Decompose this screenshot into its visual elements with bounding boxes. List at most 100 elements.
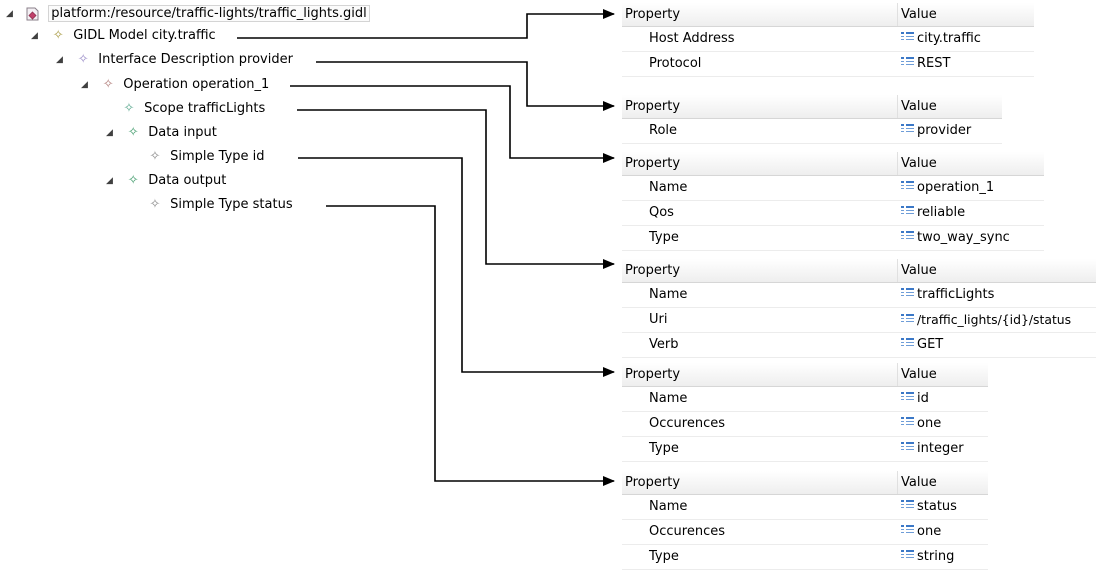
table-row[interactable]: Host Address city.traffic [622, 27, 1034, 52]
tree-node-interface-description[interactable]: ◢ ✧ Interface Description provider [56, 49, 293, 71]
value-list-icon [901, 417, 914, 426]
property-name: Occurences [649, 524, 725, 539]
property-value[interactable]: trafficLights [898, 283, 994, 307]
collapse-arrow-icon[interactable]: ◢ [106, 128, 113, 138]
table-row[interactable]: Uri /traffic_lights/{id}/status [622, 308, 1096, 333]
type-diamond-icon: ✧ [149, 197, 161, 212]
column-header-value[interactable]: Value [901, 99, 937, 114]
model-tree: ◢ platform:/resource/traffic-lights/traf… [0, 0, 420, 220]
property-name: Uri [649, 312, 668, 327]
property-value[interactable]: string [898, 545, 954, 569]
table-row[interactable]: Name operation_1 [622, 176, 1044, 201]
tree-node-scope[interactable]: ✧ Scope trafficLights [116, 98, 266, 120]
property-value[interactable]: reliable [898, 201, 965, 225]
property-value[interactable]: status [898, 495, 957, 519]
connector-scope [297, 109, 615, 269]
collapse-arrow-icon[interactable]: ◢ [56, 55, 63, 65]
property-value[interactable]: provider [898, 119, 971, 143]
column-header-property[interactable]: Property [622, 95, 898, 118]
table-row[interactable]: Name status [622, 495, 988, 520]
property-value[interactable]: city.traffic [898, 27, 981, 51]
collapse-arrow-icon[interactable]: ◢ [81, 80, 88, 90]
table-row[interactable]: Qos reliable [622, 201, 1044, 226]
column-header-property[interactable]: Property [622, 3, 898, 26]
value-list-icon [901, 500, 914, 509]
value-list-icon [901, 525, 914, 534]
collapse-arrow-icon[interactable]: ◢ [6, 9, 13, 19]
gidl-file-icon [26, 7, 39, 21]
property-value[interactable]: integer [898, 437, 964, 461]
tree-node-label: Data output [148, 173, 227, 188]
table-row[interactable]: Verb GET [622, 333, 1096, 358]
property-name: Type [649, 441, 679, 456]
property-name: Name [649, 287, 688, 302]
column-header-value[interactable]: Value [901, 367, 937, 382]
table-row[interactable]: Type integer [622, 437, 988, 462]
property-value[interactable]: GET [898, 333, 943, 357]
property-table-interface-description: Property Value Role provider [622, 95, 1002, 144]
property-name: Qos [649, 205, 674, 220]
column-header-property[interactable]: Property [622, 259, 898, 282]
table-header: Property Value [622, 3, 1034, 27]
property-value[interactable]: one [898, 412, 941, 436]
tree-node-simple-type-status[interactable]: ✧ Simple Type status [142, 194, 293, 216]
property-value[interactable]: REST [898, 52, 950, 76]
tree-node-simple-type-id[interactable]: ✧ Simple Type id [142, 146, 265, 168]
value-list-icon [901, 442, 914, 451]
property-name: Occurences [649, 416, 725, 431]
property-value[interactable]: two_way_sync [898, 226, 1010, 250]
table-header: Property Value [622, 259, 1096, 283]
value-list-icon [901, 338, 914, 347]
table-row[interactable]: Occurences one [622, 412, 988, 437]
value-list-icon [901, 124, 914, 133]
value-list-icon [901, 206, 914, 215]
type-diamond-icon: ✧ [149, 149, 161, 164]
property-name: Host Address [649, 31, 735, 46]
table-row[interactable]: Occurences one [622, 520, 988, 545]
tree-node-label: Interface Description provider [98, 52, 293, 67]
column-header-property[interactable]: Property [622, 152, 898, 175]
column-header-value[interactable]: Value [901, 263, 937, 278]
table-row[interactable]: Name trafficLights [622, 283, 1096, 308]
operation-diamond-icon: ✧ [102, 77, 114, 92]
column-header-property[interactable]: Property [622, 363, 898, 386]
column-header-property[interactable]: Property [622, 471, 898, 494]
tree-node-label: platform:/resource/traffic-lights/traffi… [48, 5, 370, 22]
tree-node-root[interactable]: ◢ platform:/resource/traffic-lights/traf… [6, 3, 370, 25]
column-header-value[interactable]: Value [901, 7, 937, 22]
table-row[interactable]: Name id [622, 387, 988, 412]
property-name: Type [649, 549, 679, 564]
column-header-value[interactable]: Value [901, 475, 937, 490]
tree-node-data-output[interactable]: ◢ ✧ Data output [106, 170, 226, 192]
interface-diamond-icon: ✧ [77, 52, 89, 67]
property-value[interactable]: operation_1 [898, 176, 994, 200]
value-list-icon [901, 231, 914, 240]
table-row[interactable]: Type two_way_sync [622, 226, 1044, 251]
tree-node-label: Scope trafficLights [144, 101, 266, 116]
tree-node-gidl-model[interactable]: ◢ ✧ GIDL Model city.traffic [31, 25, 216, 47]
value-list-icon [901, 32, 914, 41]
tree-node-operation[interactable]: ◢ ✧ Operation operation_1 [81, 74, 269, 96]
collapse-arrow-icon[interactable]: ◢ [31, 31, 38, 41]
property-value[interactable]: one [898, 520, 941, 544]
collapse-arrow-icon[interactable]: ◢ [106, 176, 113, 186]
property-name: Name [649, 391, 688, 406]
value-list-icon [901, 57, 914, 66]
data-diamond-icon: ✧ [127, 125, 139, 140]
value-list-icon [901, 550, 914, 559]
table-row[interactable]: Protocol REST [622, 52, 1034, 77]
property-name: Name [649, 180, 688, 195]
table-header: Property Value [622, 363, 988, 387]
table-header: Property Value [622, 95, 1002, 119]
data-diamond-icon: ✧ [127, 173, 139, 188]
connector-gidl-model [237, 9, 615, 39]
column-header-value[interactable]: Value [901, 156, 937, 171]
table-header: Property Value [622, 471, 988, 495]
property-value[interactable]: /traffic_lights/{id}/status [898, 308, 1071, 332]
tree-node-label: Data input [148, 125, 217, 140]
table-row[interactable]: Type string [622, 545, 988, 570]
table-row[interactable]: Role provider [622, 119, 1002, 144]
tree-node-data-input[interactable]: ◢ ✧ Data input [106, 122, 217, 144]
property-value[interactable]: id [898, 387, 929, 411]
